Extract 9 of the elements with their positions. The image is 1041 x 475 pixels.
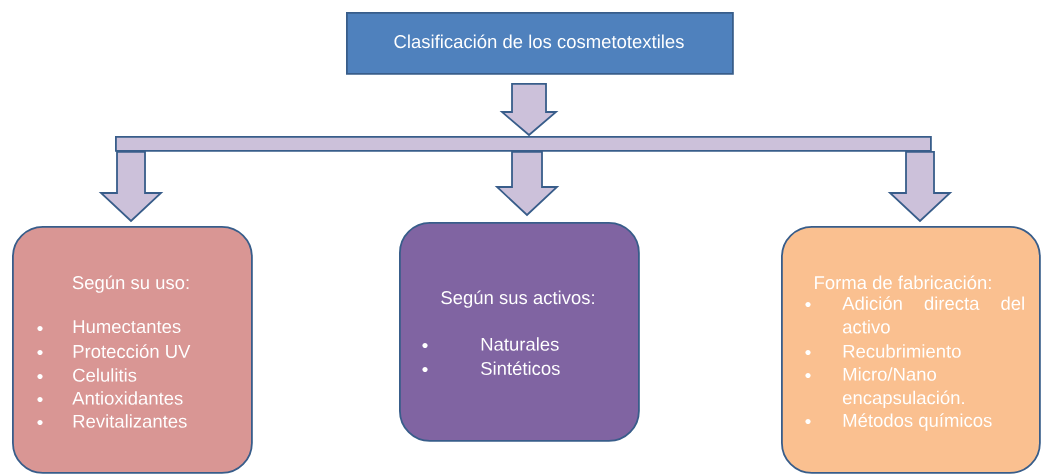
title-box: Clasificación de los cosmetotextiles [346, 12, 734, 75]
category-box: Según sus activos: Naturales Sintéticos [399, 222, 640, 442]
category-box: Forma de fabricación: Adición directa del activo Recubrimiento Micro/Nano encapsulación. Métodos químicos [781, 226, 1041, 474]
block-arrow [494, 150, 560, 217]
block-arrow [887, 150, 953, 223]
block-arrow [499, 82, 559, 137]
block-arrow [98, 150, 164, 223]
category-box: Según su uso: Humectantes Protección UV Celulitis Antioxidantes Revitalizantes [12, 226, 253, 474]
connector-bar [115, 136, 932, 152]
